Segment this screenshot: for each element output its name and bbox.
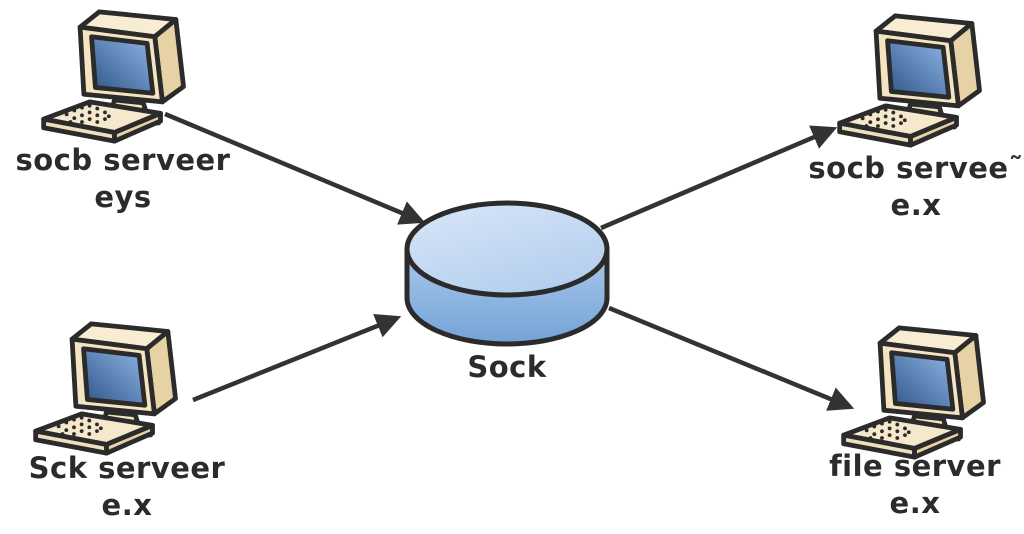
node-label-line: e.x — [101, 488, 153, 522]
center-node-label: Sock — [467, 350, 547, 384]
computer-icon-bottom-left — [28, 316, 210, 460]
node-label-line: socb serveer — [15, 143, 231, 177]
arrow-bottom-left-to-center — [192, 314, 402, 403]
disk-top — [404, 200, 610, 298]
computer-icon-top-right — [832, 8, 1014, 152]
computer-icon-top-left — [36, 4, 218, 148]
node-label-line: eys — [94, 180, 152, 214]
node-label-line: e.x — [890, 188, 942, 222]
arrow-center-to-top-right — [600, 125, 838, 231]
node-label-line: file server — [829, 449, 1001, 483]
computer-icon-bottom-right — [836, 320, 1018, 464]
arrow-center-to-bottom-right — [608, 305, 855, 411]
node-label-line: e.x — [889, 486, 941, 520]
node-label-line: Sck serveer — [28, 451, 226, 485]
node-label-line: socb servee˜ — [808, 151, 1024, 185]
arrow-top-left-to-center — [164, 111, 426, 225]
node-label-bottom-right: file server e.x — [806, 448, 1024, 522]
node-label-bottom-left: Sck serveer e.x — [18, 450, 236, 524]
disk-node — [404, 200, 610, 347]
node-label-top-right: socb servee˜ e.x — [808, 150, 1024, 224]
node-label-top-left: socb serveer eys — [12, 142, 234, 216]
